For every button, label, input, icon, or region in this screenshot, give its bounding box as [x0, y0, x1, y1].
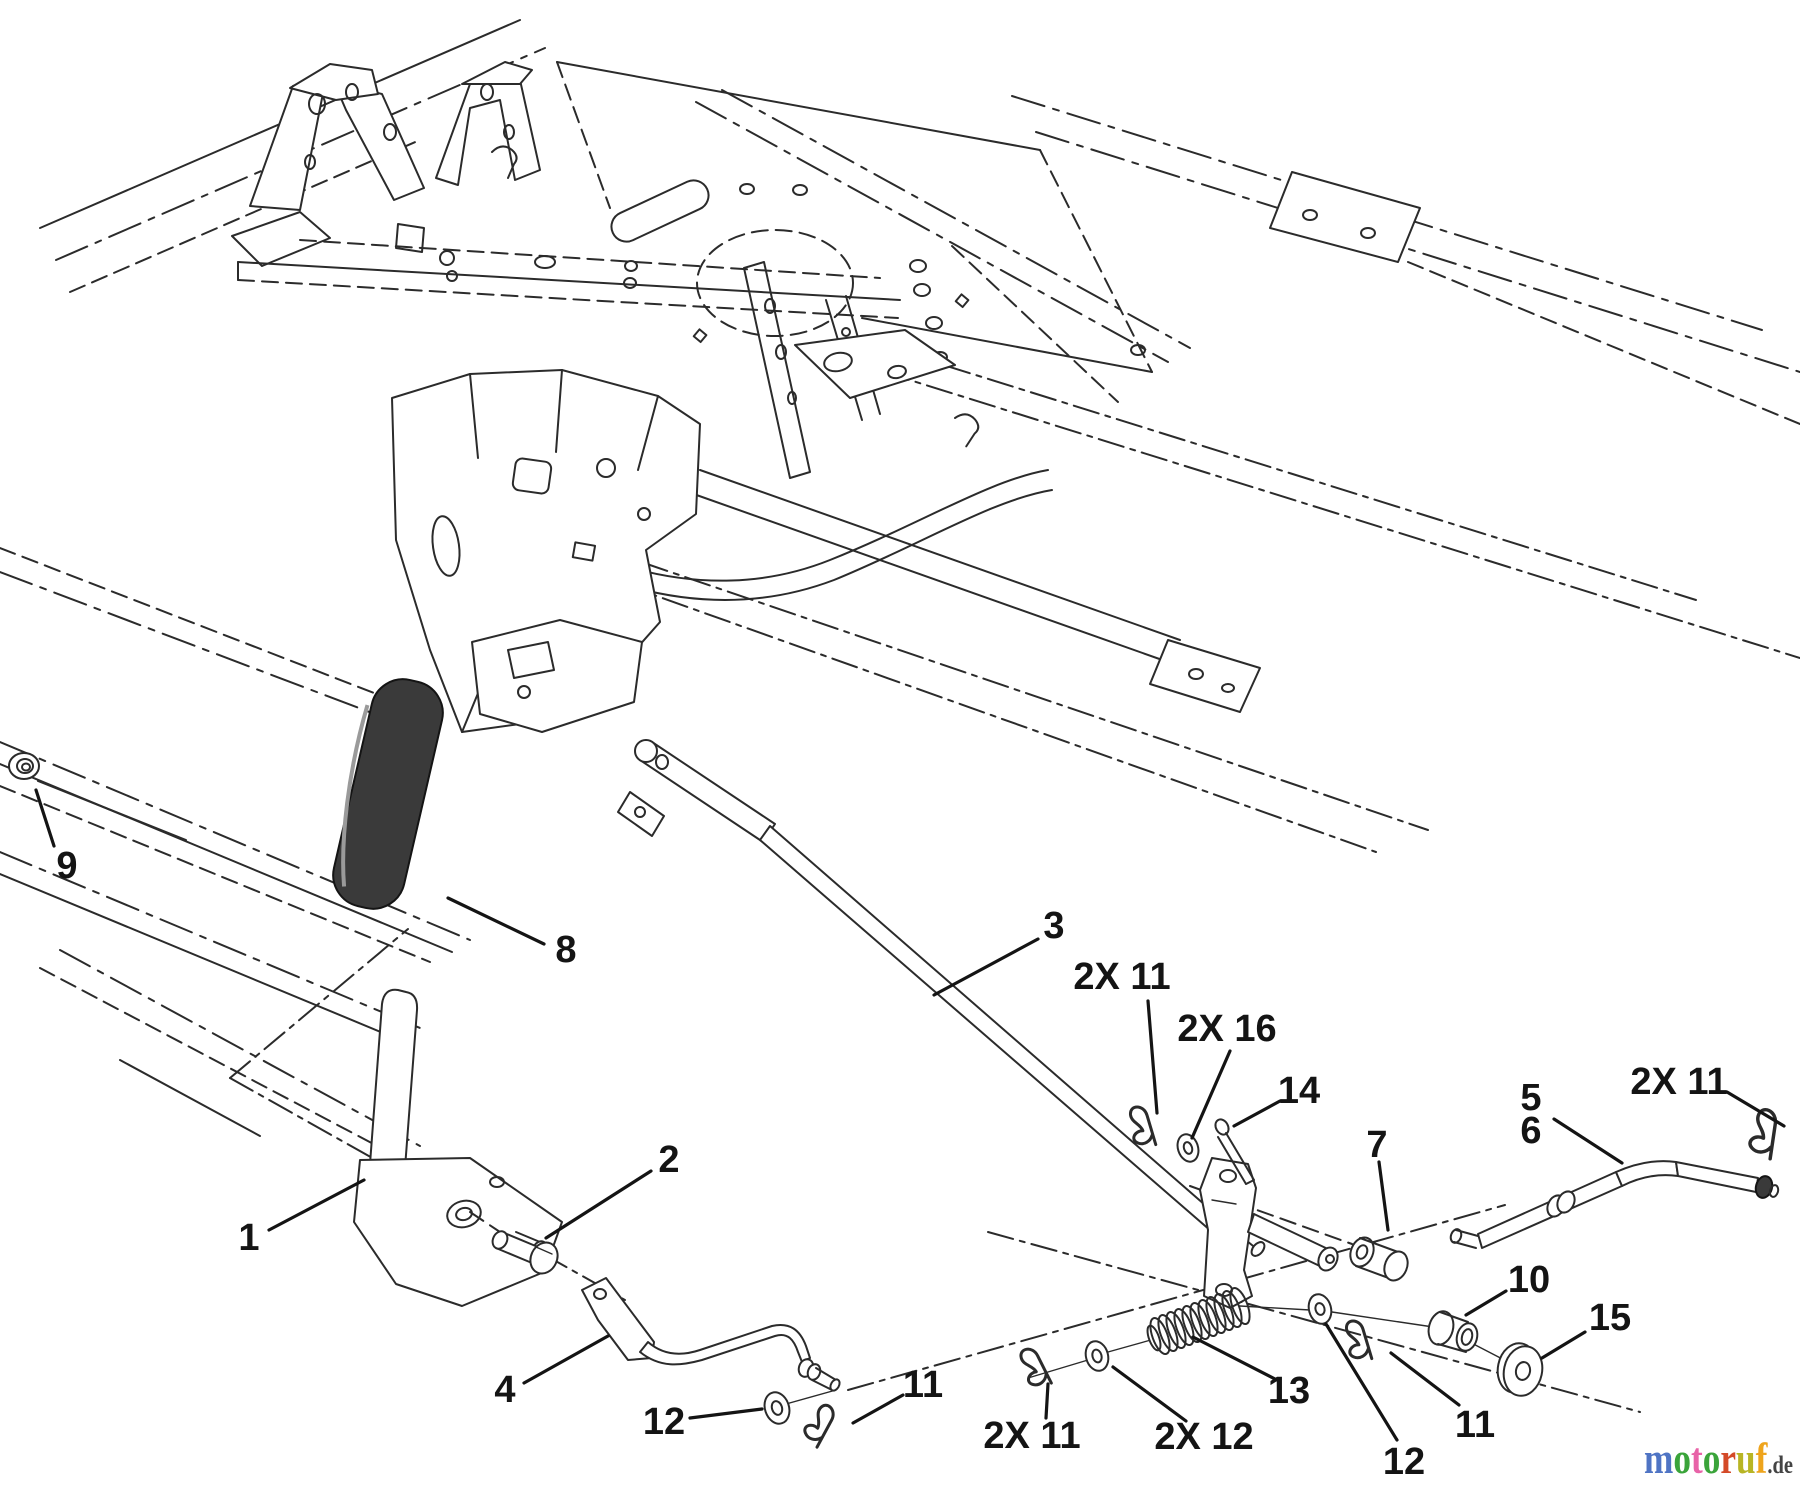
leader-line-c15: [1540, 1330, 1587, 1360]
callout-label-c11d: 2X 11: [983, 1415, 1080, 1457]
rod-part-5-6: [1449, 1104, 1796, 1249]
callout-label-c11b: 2X 11: [1630, 1061, 1727, 1103]
leader-line-c8: [446, 896, 546, 946]
logo-letter: f: [1755, 1436, 1768, 1483]
nut-part-9: [8, 752, 40, 780]
logo-letter: r: [1720, 1436, 1737, 1483]
callout-label-c6: 6: [1520, 1110, 1541, 1152]
leader-line-c4: [522, 1334, 610, 1385]
callout-label-c1: 1: [238, 1217, 259, 1259]
leader-line-c3: [932, 937, 1040, 997]
leader-line-c11c: [851, 1393, 905, 1425]
pin-part-14: [1214, 1118, 1255, 1185]
callout-label-c14: 14: [1278, 1070, 1320, 1112]
washer-part-15: [1496, 1342, 1544, 1397]
leader-line-c14: [1232, 1099, 1282, 1128]
spring-group: [1016, 1286, 1382, 1388]
washer-12-c: [1307, 1293, 1333, 1325]
callout-label-c10: 10: [1508, 1259, 1550, 1301]
bushing-part-7: [1349, 1236, 1409, 1282]
rod4-fasteners: [763, 1391, 847, 1451]
leader-line-c11e: [1389, 1351, 1461, 1407]
leader-line-c11d: [1044, 1382, 1050, 1420]
deck-struts: [743, 261, 881, 479]
leader-line-c9: [34, 788, 56, 848]
leader-line-c7: [1377, 1160, 1390, 1232]
upper-fasteners: [1121, 1103, 1255, 1185]
hairpin-clip-11-a: [796, 1401, 847, 1451]
frame-assembly-art: [0, 19, 1800, 1301]
mid-right-rails: [577, 351, 1800, 853]
callout-label-c5: 5: [1520, 1077, 1541, 1119]
callout-label-c13: 13: [1268, 1370, 1310, 1412]
spring-part-13: [1146, 1286, 1251, 1356]
logo-letter: o: [1702, 1436, 1721, 1483]
logo-letter: u: [1736, 1436, 1756, 1483]
leader-line-c13: [1191, 1335, 1279, 1382]
engine-deck-plate: [556, 61, 1191, 449]
leader-line-c6: [1552, 1117, 1624, 1165]
logo-letters: motoruf: [1644, 1436, 1767, 1483]
cross-beam: [237, 223, 901, 319]
callout-label-c3: 3: [1043, 905, 1064, 947]
leader-line-c2: [544, 1169, 653, 1240]
washer-12-left: [763, 1391, 791, 1425]
washer-16: [1176, 1133, 1200, 1163]
washer-12-b: [1084, 1340, 1110, 1372]
leader-line-c1: [267, 1178, 366, 1232]
motoruf-logo: motoruf.de: [1644, 1438, 1793, 1481]
caster-bracket-right: [435, 61, 541, 186]
deck-slot: [610, 179, 710, 243]
logo-letter: o: [1673, 1436, 1692, 1483]
callout-label-c15: 15: [1589, 1297, 1631, 1339]
callout-label-c7: 7: [1366, 1124, 1387, 1166]
exploded-parts: [8, 678, 1796, 1451]
rear-frame-curve: [451, 469, 1261, 713]
callout-label-c16: 2X 16: [1177, 1008, 1276, 1050]
bent-rod-part-4: [581, 1277, 841, 1392]
lift-bracket: [1199, 1157, 1339, 1309]
logo-suffix: .de: [1767, 1452, 1794, 1479]
callout-label-c8: 8: [555, 929, 576, 971]
engine-opening: [696, 229, 854, 337]
callout-label-c12c: 12: [1383, 1441, 1425, 1483]
leader-line-c11b: [1725, 1090, 1786, 1128]
grip-part-8: [332, 678, 444, 910]
lift-rod-part-3: [617, 739, 1266, 1257]
top-right-rails: [1011, 95, 1800, 425]
callout-label-c2: 2: [658, 1139, 679, 1181]
logo-letter: t: [1691, 1436, 1703, 1483]
caster-bracket-left: [231, 63, 425, 267]
callout-label-c11a: 2X 11: [1073, 956, 1170, 998]
leader-line-c16: [1190, 1049, 1232, 1140]
leader-line-c12b: [1111, 1365, 1188, 1423]
leader-line-c12c: [1324, 1322, 1399, 1442]
bushing-part-10: [1427, 1310, 1479, 1353]
leader-line-c11a: [1146, 999, 1159, 1115]
bolt-part-2: [469, 1211, 559, 1275]
logo-letter: m: [1644, 1436, 1674, 1483]
callout-label-c12a: 12: [643, 1401, 685, 1443]
leader-line-c10: [1464, 1289, 1508, 1317]
callout-label-c4: 4: [494, 1369, 515, 1411]
callout-label-c11e: 11: [1455, 1404, 1495, 1446]
side-plate: [794, 329, 956, 399]
callout-label-c11c: 11: [903, 1364, 943, 1406]
hairpin-clip-11-b: [1016, 1347, 1056, 1388]
callout-label-c9: 9: [56, 845, 77, 887]
leader-line-c12a: [688, 1407, 764, 1420]
left-lower-rails: [0, 547, 471, 1159]
callout-label-c12b: 2X 12: [1154, 1416, 1253, 1458]
lever-part-1: [353, 988, 563, 1307]
leader-lines: [34, 788, 1786, 1442]
tower-bracket: [391, 369, 701, 733]
